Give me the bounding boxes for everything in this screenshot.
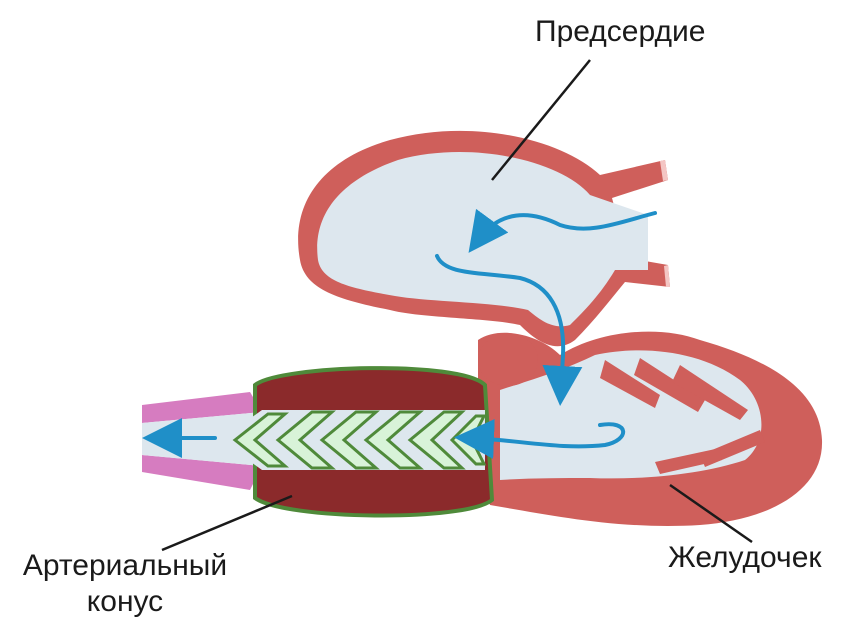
- leader-line-conus: [162, 496, 292, 550]
- ventricle: [478, 332, 822, 526]
- label-arterial-conus-line2: конус: [10, 584, 240, 620]
- label-ventricle: Желудочек: [668, 540, 822, 576]
- arterial-conus: [220, 368, 492, 515]
- atrium: [298, 131, 670, 346]
- label-atrium: Предсердие: [535, 14, 705, 50]
- atrioventricular-lobe: [478, 334, 538, 386]
- label-arterial-conus-line1: Артериальный: [10, 548, 240, 584]
- label-arterial-conus: Артериальный конус: [10, 548, 240, 620]
